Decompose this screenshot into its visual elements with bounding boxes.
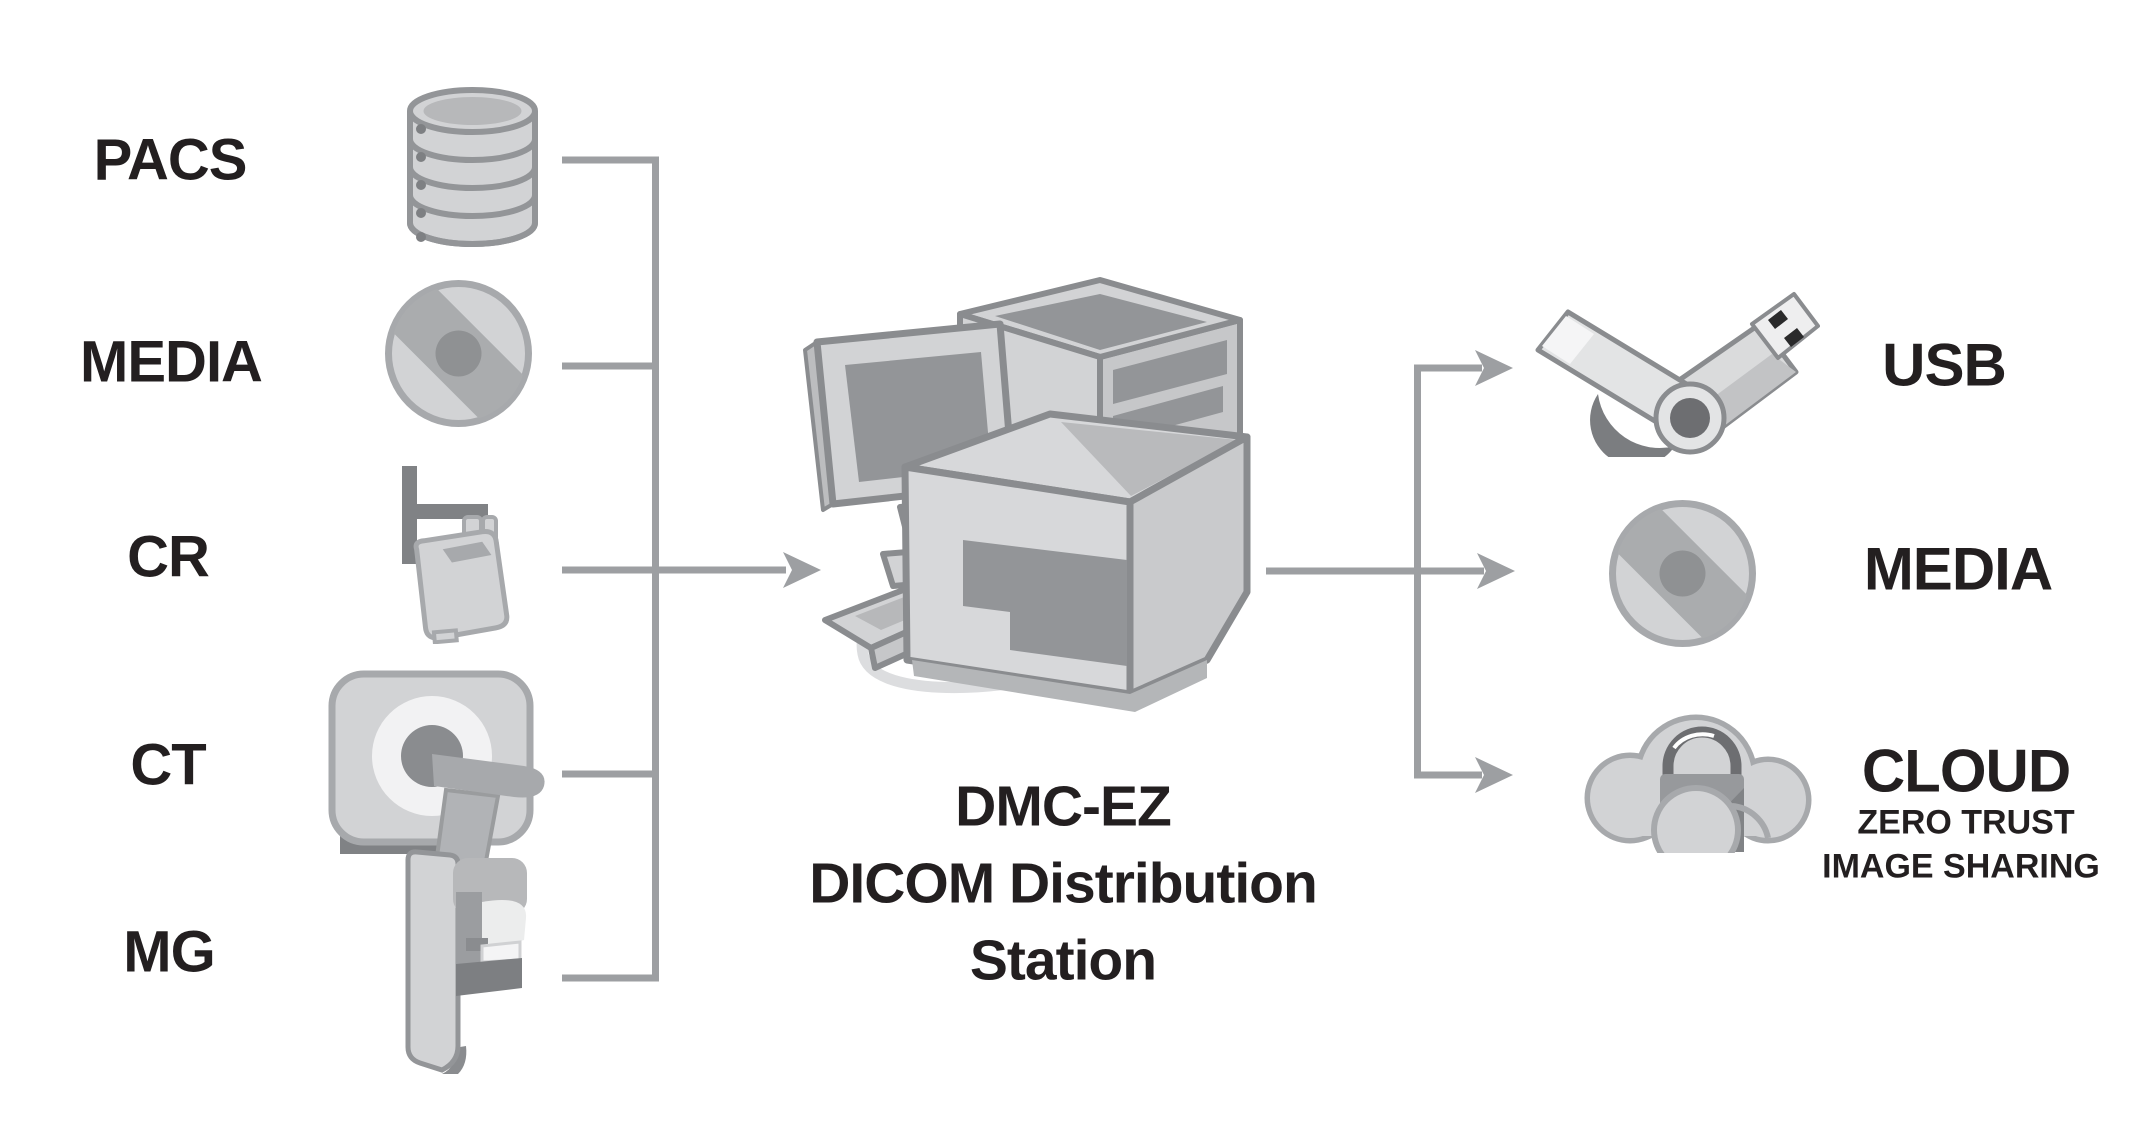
cr-reader-icon (402, 466, 510, 644)
source-label-pacs: PACS (93, 127, 248, 193)
source-label-cr: CR (127, 524, 210, 590)
station-title-line1: DMC-EZ (955, 774, 1172, 839)
cloud-subtitle-line1: ZERO TRUST (1857, 803, 2075, 842)
station-title: DMC-EZ DICOM Distribution Station (809, 769, 1318, 1000)
arrowhead-usb (1475, 350, 1513, 386)
workstation-icon (803, 277, 1251, 712)
cloud-lock-icon (1584, 714, 1812, 853)
database-icon (407, 87, 538, 247)
destination-label-usb: USB (1882, 331, 2007, 399)
arrowhead-media-out (1477, 553, 1515, 589)
usb-drive-icon (1535, 292, 1820, 457)
source-label-ct: CT (130, 732, 206, 798)
cloud-subtitle-line2: IMAGE SHARING (1822, 847, 2100, 886)
destination-label-media: MEDIA (1863, 535, 2053, 603)
ct-scanner-icon (328, 670, 545, 875)
station-title-line3: Station (969, 928, 1157, 993)
arrowhead-station (783, 552, 821, 588)
disc-icon (1609, 500, 1756, 647)
source-label-media: MEDIA (80, 329, 263, 395)
destination-label-cloud: CLOUD (1861, 737, 2071, 805)
source-label-mg: MG (123, 919, 215, 985)
disc-icon (385, 280, 532, 427)
station-title-line2: DICOM Distribution (809, 851, 1318, 916)
mammography-icon (405, 849, 527, 1074)
arrowhead-cloud (1475, 757, 1513, 793)
